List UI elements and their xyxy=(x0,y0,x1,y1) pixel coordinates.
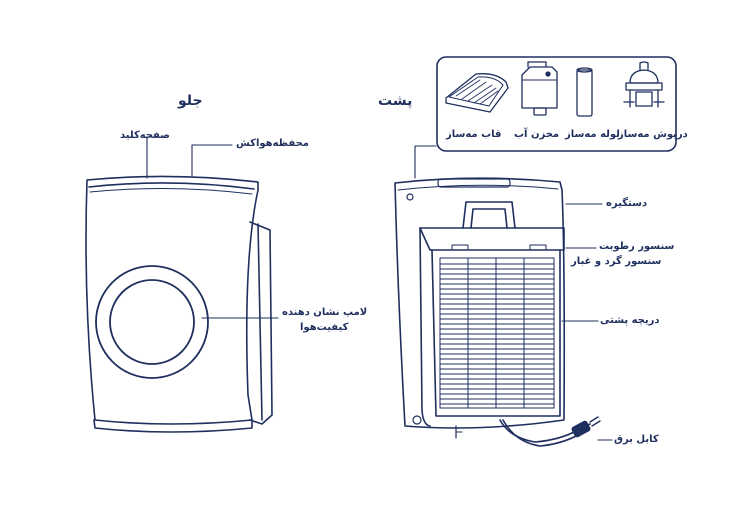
air-quality-lamp-label-line2: کیفیت‌هوا xyxy=(300,321,348,335)
accessory-label-cap: دریوش مه‌ساز xyxy=(618,128,688,142)
air-quality-lamp-label-line1: لامپ نشان دهنده xyxy=(282,306,367,320)
water-tank-icon xyxy=(522,62,557,115)
sensor-label-line1: سنسور رطوبت xyxy=(599,240,674,254)
humidifier-frame-icon xyxy=(446,74,508,112)
back-leaders xyxy=(415,146,612,440)
suction-chamber-label: محفظه‌هواکش xyxy=(236,137,309,151)
grille-bars xyxy=(440,264,554,404)
keypad-label: صفحه‌کلید xyxy=(120,129,170,143)
front-heading: جلو xyxy=(178,94,203,108)
accessory-label-tube: لوله مه‌ساز xyxy=(565,128,620,142)
rear-grille-drawing xyxy=(440,258,554,408)
sensor-label-line2: سنسور گرد و غبار xyxy=(571,255,661,269)
power-cable-label: کابل برق xyxy=(614,433,659,447)
humidifier-cap-icon xyxy=(624,62,664,107)
back-heading: پشت xyxy=(378,94,412,108)
humidifier-tube-icon xyxy=(577,68,592,116)
accessory-label-frame: قاب مه‌ساز xyxy=(446,128,501,142)
accessory-label-tank: مخزن آب xyxy=(514,128,559,142)
rear-grille-label: دریچه پشتی xyxy=(600,314,660,328)
handle-label: دستگیره xyxy=(606,197,647,211)
air-quality-lamp-icon xyxy=(96,266,208,378)
